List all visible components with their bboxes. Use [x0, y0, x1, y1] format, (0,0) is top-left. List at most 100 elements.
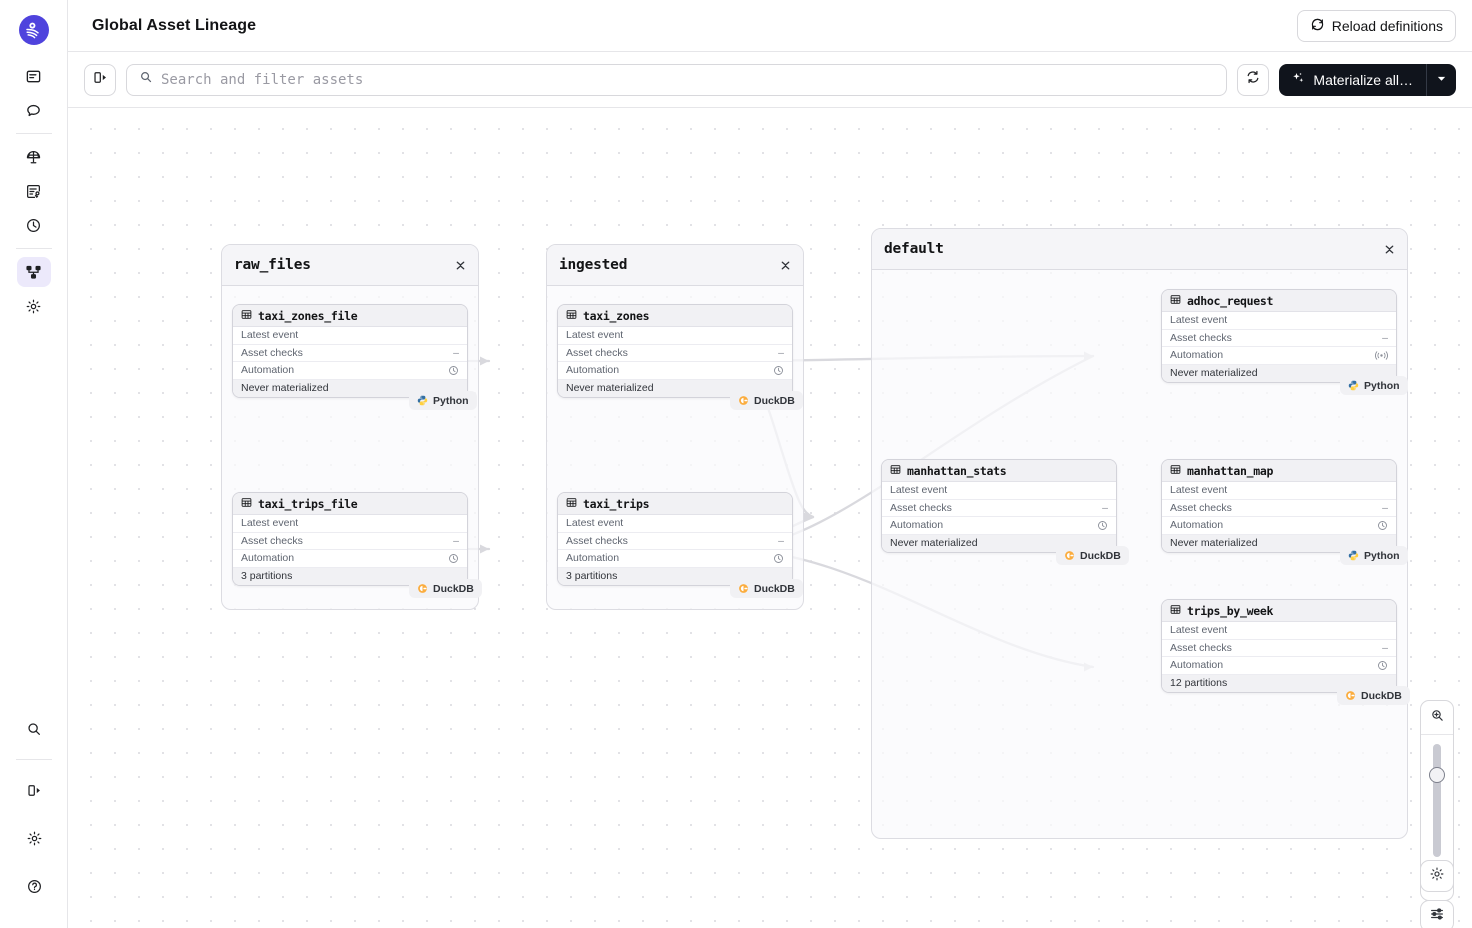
asset-node-kind-tag[interactable]: Python [409, 391, 477, 410]
asset-node-row-value [448, 553, 459, 564]
rail-divider [15, 133, 52, 134]
asset-node-header[interactable]: manhattan_stats [882, 460, 1116, 482]
asset-node-kind-tag[interactable]: DuckDB [409, 579, 482, 598]
asset-node-kind-tag[interactable]: Python [1340, 546, 1408, 565]
graph-filters-button[interactable] [1420, 900, 1454, 928]
asset-node-row-value [448, 365, 459, 376]
reload-definitions-button[interactable]: Reload definitions [1296, 9, 1456, 42]
asset-node-row-3: Automation [1162, 517, 1396, 535]
gear-icon [25, 298, 42, 315]
dagster-logo-icon[interactable] [18, 15, 49, 45]
collapse-vertical-icon[interactable] [1384, 243, 1395, 256]
sidebar-item-feedback[interactable] [17, 95, 51, 125]
asset-node-row-2: Asset checks– [558, 344, 792, 362]
asset-node-kind-label: DuckDB [1361, 689, 1402, 702]
asset-node-row-label: Latest event [890, 484, 948, 497]
sidebar-collapse-button[interactable] [17, 775, 51, 805]
asset-node-kind-tag[interactable]: DuckDB [730, 579, 803, 598]
zoom-slider-knob[interactable] [1429, 767, 1445, 783]
materialize-dropdown-button[interactable] [1426, 63, 1456, 96]
globe-icon [25, 149, 42, 166]
asset-node-row-2: Asset checks– [233, 344, 467, 362]
sidebar-item-deployment[interactable] [17, 142, 51, 172]
sidebar-item-settings[interactable] [17, 291, 51, 321]
sidebar-search-button[interactable] [17, 714, 51, 744]
collapse-vertical-icon[interactable] [780, 259, 791, 272]
rail-divider-3 [16, 759, 52, 760]
collapse-vertical-icon[interactable] [455, 259, 466, 272]
asset-node-row-label: Latest event [1170, 314, 1228, 327]
asset-node-title: taxi_trips [583, 496, 650, 511]
asset-node-title: adhoc_request [1187, 293, 1274, 308]
search-input[interactable] [161, 71, 1215, 88]
asset-node-row-value [1377, 660, 1388, 671]
asset-node-row-value: – [1382, 641, 1388, 654]
asset-node-header[interactable]: trips_by_week [1162, 600, 1396, 622]
asset-graph-canvas[interactable]: raw_files ingested [68, 108, 1472, 928]
sidebar-item-jobs[interactable] [17, 176, 51, 206]
duckdb-icon [1064, 550, 1075, 561]
sliders-icon [1429, 906, 1445, 927]
python-icon [1348, 550, 1359, 561]
asset-graph-icon [25, 264, 42, 281]
materialize-all-button[interactable]: Materialize all… [1279, 63, 1426, 96]
asset-node-row-1: Latest event [558, 515, 792, 533]
duckdb-icon [1345, 690, 1356, 701]
asset-node-header[interactable]: manhattan_map [1162, 460, 1396, 482]
gear-icon [26, 830, 43, 847]
asset-node-row-1: Latest event [1162, 312, 1396, 330]
sidebar-user-settings-button[interactable] [17, 823, 51, 853]
asset-node-header[interactable]: taxi_zones [558, 305, 792, 327]
asset-node-header[interactable]: adhoc_request [1162, 290, 1396, 312]
sidebar-item-asset-lineage[interactable] [16, 257, 51, 287]
sidebar-item-runs[interactable] [17, 61, 51, 91]
zoom-slider[interactable] [1421, 734, 1453, 867]
graph-toolbar: Materialize all… [68, 52, 1472, 108]
asset-node-kind-label: Python [433, 394, 469, 407]
group-title: raw_files [234, 257, 311, 273]
group-header-ingested[interactable]: ingested [547, 245, 803, 286]
sidebar-help-button[interactable] [17, 871, 51, 901]
zoom-in-button[interactable] [1421, 701, 1453, 734]
asset-node-kind-tag[interactable]: DuckDB [730, 391, 803, 410]
asset-node-kind-label: Python [1364, 549, 1400, 562]
asset-node-row-value: – [778, 534, 784, 547]
refresh-button[interactable] [1237, 63, 1270, 96]
asset-node-header[interactable]: taxi_zones_file [233, 305, 467, 327]
page-title: Global Asset Lineage [92, 16, 257, 34]
asset-node-row-1: Latest event [1162, 482, 1396, 500]
asset-node-kind-tag[interactable]: DuckDB [1056, 546, 1129, 565]
zoom-slider-track [1433, 744, 1441, 857]
asset-node-kind-tag[interactable]: DuckDB [1337, 686, 1410, 705]
search-icon [139, 70, 153, 89]
main-region: Global Asset Lineage Reload definitions [68, 0, 1472, 928]
asset-node-row-value: – [453, 534, 459, 547]
asset-node-kind-label: Python [1364, 379, 1400, 392]
search-input-container[interactable] [126, 63, 1228, 96]
sidebar-item-schedules[interactable] [17, 210, 51, 240]
asset-node-title: manhattan_stats [907, 463, 1007, 478]
asset-node-kind-label: DuckDB [433, 582, 474, 595]
asset-node-kind-tag[interactable]: Python [1340, 376, 1408, 395]
sidebar-panel-toggle-button[interactable] [84, 63, 116, 96]
group-header-default[interactable]: default [872, 229, 1407, 270]
graph-settings-button[interactable] [1420, 860, 1454, 892]
asset-node-header[interactable]: taxi_trips_file [233, 493, 467, 515]
table-icon [1170, 462, 1181, 480]
duckdb-icon [738, 583, 749, 594]
asset-node-header[interactable]: taxi_trips [558, 493, 792, 515]
asset-node-title: trips_by_week [1187, 603, 1274, 618]
materialize-all-label: Materialize all… [1313, 71, 1413, 88]
reload-definitions-label: Reload definitions [1331, 17, 1443, 34]
asset-node-row-value [773, 553, 784, 564]
asset-node-row-label: Asset checks [1170, 641, 1232, 654]
group-header-raw-files[interactable]: raw_files [222, 245, 478, 286]
